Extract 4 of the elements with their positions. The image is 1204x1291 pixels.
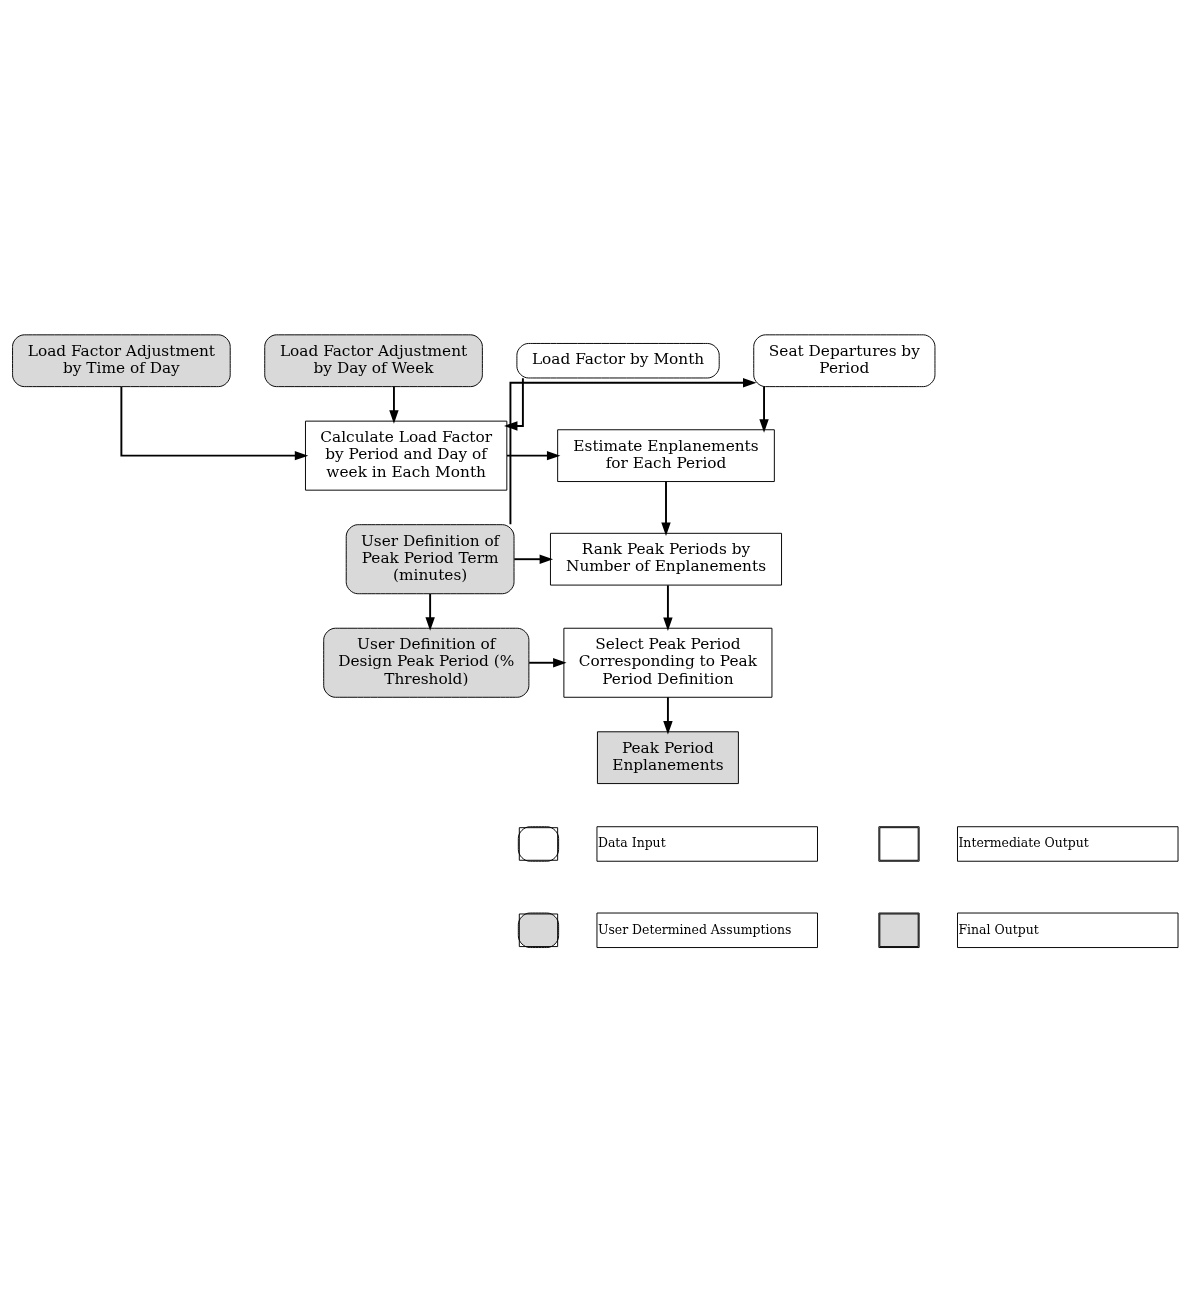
legend-label: Final Output (958, 921, 1039, 937)
legend-label: Intermediate Output (958, 835, 1089, 851)
legend-label: Data Input (597, 835, 666, 851)
legend-label: User Determined Assumptions (597, 921, 792, 937)
